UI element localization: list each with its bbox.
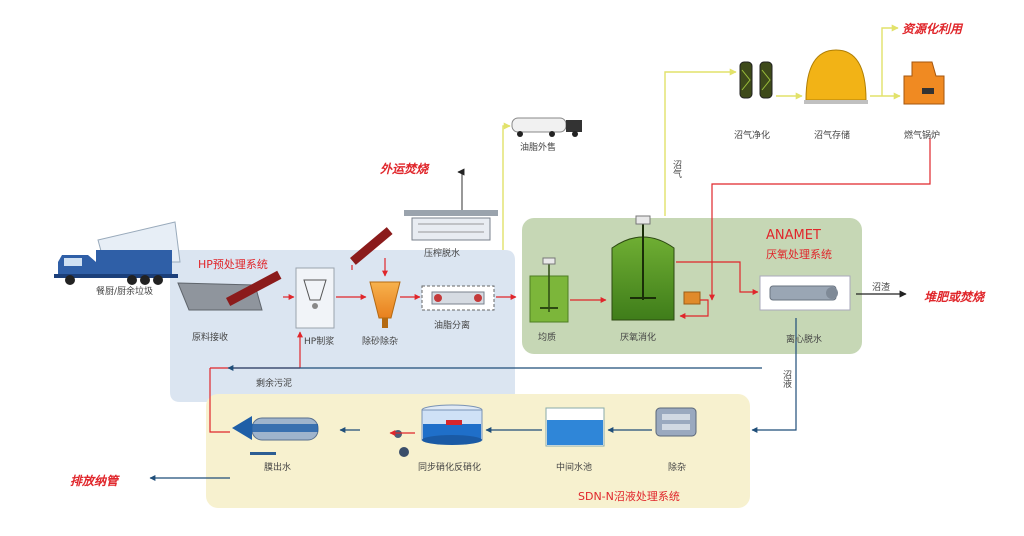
label-anaerobic: 厌氧消化 [620,333,657,343]
label-equalization: 均质 [538,333,557,343]
label-biogas-purify: 沼气净化 [734,131,771,141]
label-biogas-storage: 沼气存储 [814,131,851,141]
oil-tanker-icon [511,117,582,137]
system-hp-title: HP预处理系统 [198,258,268,271]
receiving-hopper-icon [177,282,263,311]
label-membrane-water: 膜出水 [264,463,292,473]
impurity-removal-icon [655,407,697,437]
label-grit-removal: 除砂除杂 [362,337,399,347]
output-resource-use: 资源化利用 [902,22,963,36]
centrifuge-icon [759,275,851,311]
label-impurity-removal: 除杂 [668,463,687,473]
process-flow-lines [209,138,931,436]
label-raw-receiving: 原料接收 [192,333,229,343]
sdn-zone [206,394,750,508]
biogas-storage-icon [804,49,868,104]
conveyor-1-icon [225,270,282,306]
output-incineration: 外运焚烧 [380,162,429,176]
label-biogas-residue: 沼渣 [872,283,891,293]
gas-boiler-icon [903,61,945,105]
snd-reactor-icon [394,404,483,457]
system-anamet-title-line1: ANAMET [766,228,821,243]
oil-separation-icon [421,285,495,311]
intermediate-tank-icon [545,407,605,447]
label-residual-sludge: 剩余污泥 [256,379,293,389]
anaerobic-digester-icon [611,215,701,321]
system-sdn-title: SDN-N沼液处理系统 [578,490,680,503]
label-biogas-slurry: 沼液 [781,370,791,388]
label-centrifuge: 离心脱水 [786,335,823,345]
liquid-flow-lines [149,168,907,481]
label-oil-sale: 油脂外售 [520,143,557,153]
press-dewater-icon [404,210,498,241]
equalization-tank-icon [529,257,569,323]
dump-truck-icon [54,221,181,285]
label-press-dewater: 压榨脱水 [424,249,461,259]
conveyor-2-icon [350,227,393,265]
label-kitchen-waste: 餐厨/厨余垃圾 [96,287,154,297]
label-sndn-reactor: 同步硝化反硝化 [418,463,482,473]
hp-pulper-icon [295,267,335,329]
biogas-purifier-icon [739,61,773,99]
label-biogas-vertical: 沼气 [671,160,681,178]
output-compost-incineration: 堆肥或焚烧 [924,290,985,304]
biogas-lines [502,24,901,250]
membrane-unit-icon [232,416,319,455]
system-anamet-title-line2: 厌氧处理系统 [766,248,832,261]
label-hp-pulping: HP制浆 [304,337,335,347]
label-oil-separation: 油脂分离 [434,321,471,331]
anamet-zone [522,218,862,354]
output-discharge-sewer: 排放纳管 [70,474,119,488]
label-intermediate-tank: 中间水池 [556,463,593,473]
label-boiler: 燃气锅炉 [904,131,941,141]
grit-removal-icon [369,281,401,328]
